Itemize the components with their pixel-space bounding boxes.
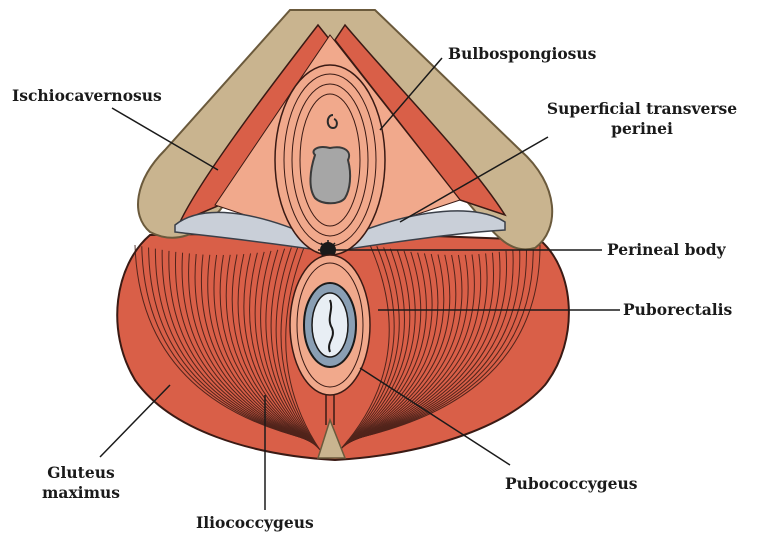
label-pubococcygeus: Pubococcygeus: [505, 474, 637, 493]
label-gluteus-line2: maximus: [35, 483, 127, 502]
label-iliococcygeus: Iliococcygeus: [196, 513, 314, 532]
leader-gluteus: [100, 385, 170, 457]
label-ischiocavernosus: Ischiocavernosus: [12, 86, 162, 105]
label-perineal-body: Perineal body: [607, 240, 726, 259]
label-bulbospongiosus: Bulbospongiosus: [448, 44, 596, 63]
label-gluteus-line1: Gluteus: [35, 463, 127, 482]
label-puborectalis: Puborectalis: [623, 300, 732, 319]
label-superficial-transverse-line2: perinei: [533, 119, 751, 138]
label-superficial-transverse-line1: Superficial transverse: [533, 99, 751, 118]
vaginal-opening: [310, 147, 350, 203]
